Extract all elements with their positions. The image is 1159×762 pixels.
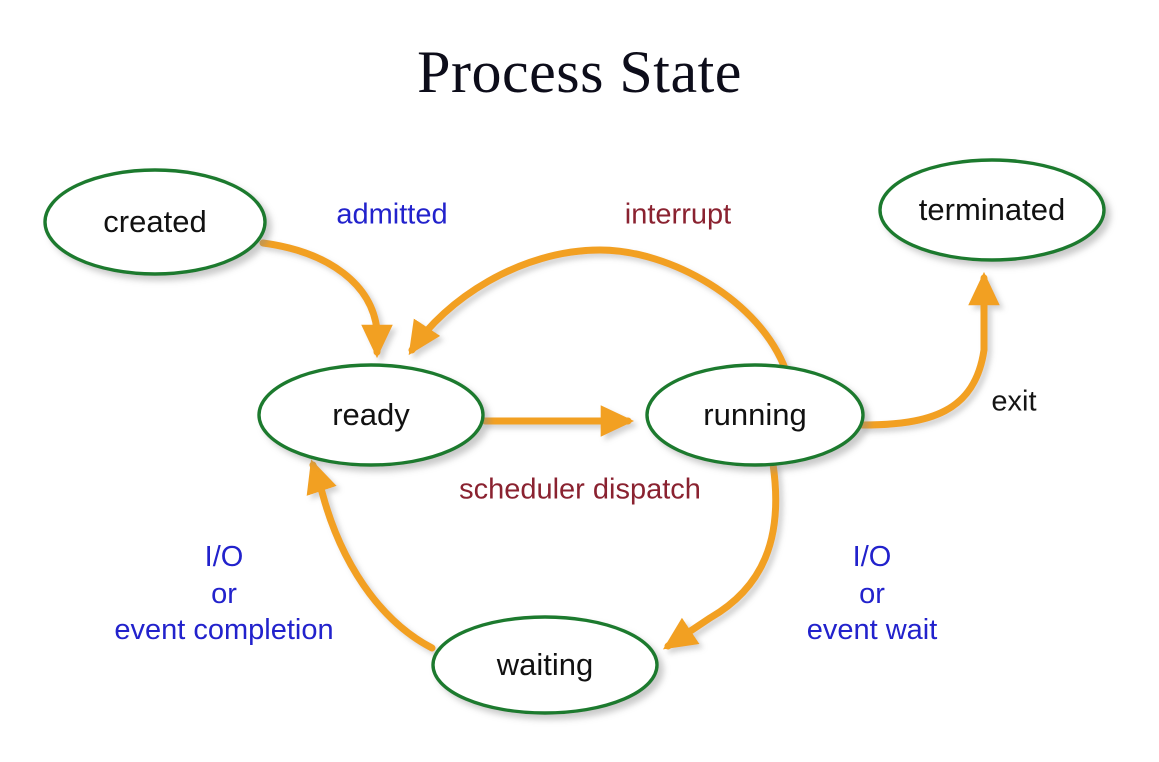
edge-admitted (259, 239, 393, 359)
edge-label-admitted: admitted (336, 198, 448, 231)
edge-label-exit: exit (991, 385, 1037, 418)
edge-label-io-event-completion: I/O or event completion (114, 541, 334, 647)
edge-interrupt (408, 246, 790, 375)
edge-exit (858, 271, 1000, 429)
state-node-running[interactable] (645, 363, 865, 467)
edge-label-interrupt: interrupt (624, 198, 732, 231)
node-layer (43, 158, 1106, 715)
state-node-ready[interactable] (257, 363, 485, 467)
edge-io-event-completion (306, 459, 436, 652)
page-title: Process State (417, 39, 742, 105)
state-node-waiting[interactable] (431, 615, 659, 715)
state-node-created[interactable] (43, 168, 267, 276)
edge-label-io-event-wait: I/O or event wait (806, 541, 938, 647)
edge-layer (259, 239, 1000, 652)
state-node-terminated[interactable] (878, 158, 1106, 262)
edge-io-event-wait (662, 460, 780, 650)
edge-label-scheduler-dispatch: scheduler dispatch (459, 473, 701, 506)
